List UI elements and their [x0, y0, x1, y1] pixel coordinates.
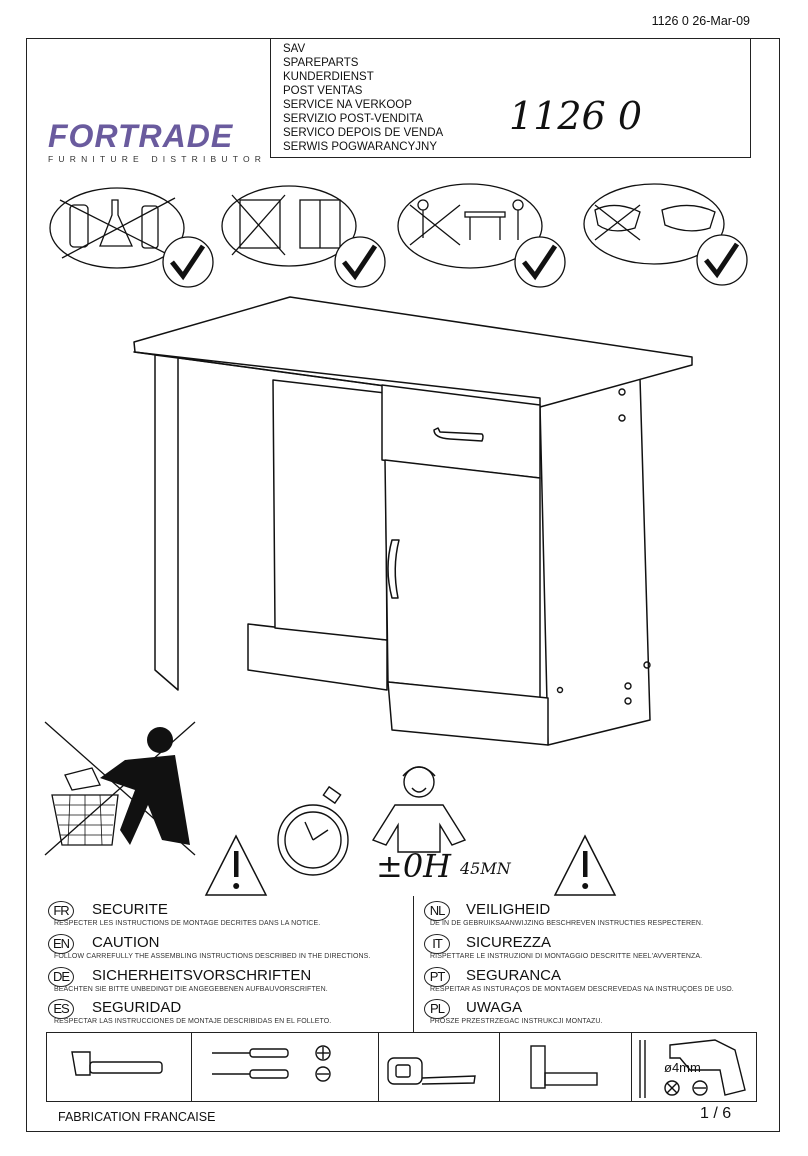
service-line: POST VENTAS — [283, 85, 363, 97]
warning-text: PROSZE PRZESTRZEGAC INSTRUKCJI MONTAZU. — [430, 1018, 603, 1025]
warning-text: FOLLOW CARREFULLY THE ASSEMBLING INSTRUC… — [54, 953, 371, 960]
drill-bit-size: ø4mm — [664, 1060, 701, 1075]
warning-text: RESPECTAR LAS INSTRUCCIONES DE MONTAJE D… — [54, 1018, 332, 1025]
tool-divider — [378, 1033, 380, 1101]
lang-code-it: IT — [424, 934, 450, 954]
hammer-icon — [71, 1051, 163, 1076]
warning-title: UWAGA — [466, 999, 523, 1016]
warning-text: RESPEITAR AS INSTURAÇOS DE MONTAGEM DESC… — [430, 986, 734, 993]
warning-title: CAUTION — [92, 934, 160, 951]
checkmark-icon — [514, 236, 566, 288]
assembly-time: ±0H — [376, 847, 452, 885]
no-solvents-icon — [49, 187, 185, 269]
warning-triangle-icon — [553, 834, 617, 896]
service-line: SERWIS POGWARANCYJNY — [283, 141, 437, 153]
checkmark-icon — [696, 234, 748, 286]
service-box: SAV SPAREPARTS KUNDERDIENST POST VENTAS … — [270, 38, 751, 158]
tool-divider — [191, 1033, 193, 1101]
person-head — [147, 727, 173, 753]
warning-title: SEGURIDAD — [92, 999, 182, 1016]
lang-code-pl: PL — [424, 999, 450, 1019]
tape-measure-icon — [387, 1057, 476, 1085]
dry-cloth-cleaning-icon — [583, 183, 725, 265]
drill-icon — [639, 1039, 746, 1098]
lang-code-es: ES — [48, 999, 74, 1019]
warning-title: SICHERHEITSVORSCHRIFTEN — [92, 967, 312, 984]
service-line: SPAREPARTS — [283, 57, 359, 69]
desk-illustration — [133, 296, 693, 746]
stopwatch-icon — [277, 785, 349, 876]
tool-divider — [631, 1033, 633, 1101]
warnings-divider — [413, 896, 414, 1032]
two-person-assembly-icon — [397, 183, 543, 269]
safety-pictograms — [44, 721, 617, 896]
warning-text: RISPETTARE LE INSTRUZIONI DI MONTAGGIO D… — [430, 953, 703, 960]
no-hot-surface-icon — [221, 185, 357, 267]
service-line: SERVIZIO POST-VENDITA — [283, 113, 424, 125]
warning-title: SICUREZZA — [466, 934, 552, 951]
warning-text: BEACHTEN SIE BITTE UNBEDINGT DIE ANGEGEB… — [54, 986, 328, 993]
origin-label: FABRICATION FRANCAISE — [58, 1110, 216, 1124]
warning-title: SEGURANCA — [466, 967, 562, 984]
tool-icons — [71, 1039, 746, 1098]
checkmark-icon — [334, 236, 386, 288]
service-line: SAV — [283, 43, 306, 55]
service-line: KUNDERDIENST — [283, 71, 374, 83]
warning-triangle-icon — [204, 834, 268, 896]
warning-text: DE IN DE GEBRUIKSAANWIJZING BESCHREVEN I… — [430, 920, 704, 927]
worker-icon — [371, 766, 467, 853]
lang-code-nl: NL — [424, 901, 450, 921]
lang-code-de: DE — [48, 967, 74, 987]
warning-text: RESPECTER LES INSTRUCTIONS DE MONTAGE DE… — [54, 920, 321, 927]
page-frame — [26, 38, 780, 1132]
care-pictograms — [49, 183, 748, 288]
lang-code-pt: PT — [424, 967, 450, 987]
model-number: 1126 0 — [509, 94, 642, 138]
warning-title: SECURITE — [92, 901, 168, 918]
square-ruler-icon — [530, 1045, 598, 1089]
page-number: 1 / 6 — [700, 1105, 732, 1122]
warning-title: VEILIGHEID — [466, 901, 551, 918]
service-line: SERVICE NA VERKOOP — [283, 99, 412, 111]
service-language-list: SAV SPAREPARTS KUNDERDIENST POST VENTAS … — [283, 42, 443, 154]
lang-code-fr: FR — [48, 901, 74, 921]
brand-logo: FORTRADE — [48, 118, 234, 154]
document-reference: 1126 0 26-Mar-09 — [651, 14, 750, 28]
tool-divider — [499, 1033, 501, 1101]
screwdriver-icon — [212, 1045, 331, 1082]
lang-code-en: EN — [48, 934, 74, 954]
assembly-time-minutes: 45MN — [460, 859, 511, 878]
required-tools — [46, 1032, 757, 1102]
service-line: SERVICO DEPOIS DE VENDA — [283, 127, 444, 139]
person-body — [100, 755, 190, 845]
checkmark-icon — [162, 236, 214, 288]
brand-tagline: FURNITURE DISTRIBUTOR — [48, 154, 267, 164]
